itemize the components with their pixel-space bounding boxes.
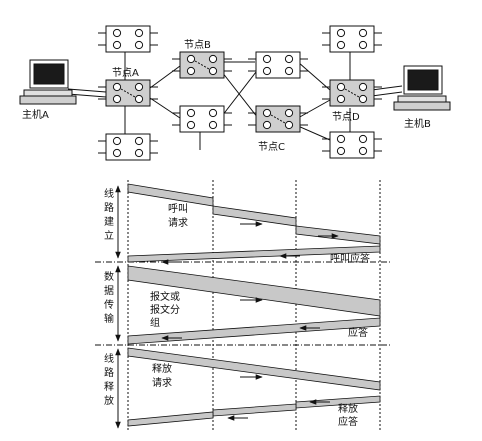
link-node-d-host-b	[371, 85, 403, 91]
link-node-c-node-d	[297, 99, 331, 119]
node-d-label: 节点D	[332, 111, 360, 123]
band-release-ack-3	[127, 411, 214, 427]
node-bottom-left-switch	[98, 133, 158, 161]
node-top-left-switch	[98, 25, 158, 53]
phase-transfer-label: 数据传输	[104, 270, 114, 325]
label-release-request-1: 释放	[152, 362, 172, 375]
link-upper-node-d	[297, 61, 331, 91]
label-release-ack-1: 释放	[338, 402, 358, 415]
band-call-answer	[127, 245, 381, 263]
label-call-request-2: 请求	[168, 216, 188, 229]
link-node-a-lower	[149, 97, 181, 119]
label-message-3: 组	[150, 316, 160, 329]
label-ack: 应答	[348, 326, 368, 339]
band-call-request-3	[295, 225, 381, 245]
node-b-label: 节点B	[184, 39, 211, 51]
node-c-label: 节点C	[258, 141, 285, 153]
label-release-request-2: 请求	[152, 376, 172, 389]
phase-release-label: 线路释放	[104, 352, 114, 407]
link-node-a-node-b	[149, 65, 181, 89]
node-bottom-right-switch	[322, 131, 382, 159]
host-b-computer-icon	[393, 65, 451, 111]
network-diagram	[67, 50, 403, 150]
band-release-ack-2	[212, 403, 297, 417]
host-a-label: 主机A	[22, 108, 49, 121]
node-mid-lower-switch	[172, 105, 232, 133]
band-call-request-2	[212, 205, 297, 227]
band-call-request-1	[127, 183, 214, 207]
node-a-switch	[98, 79, 158, 107]
host-a-computer-icon	[19, 59, 77, 105]
node-d-switch	[322, 79, 382, 107]
label-message-1: 报文或	[150, 290, 180, 303]
link-node-b-node-c	[221, 71, 259, 119]
node-a-label: 节点A	[112, 67, 139, 79]
band-ack	[127, 317, 381, 345]
node-c-switch	[248, 105, 308, 133]
host-b-label: 主机B	[404, 117, 431, 130]
label-call-request-1: 呼叫	[168, 203, 188, 215]
switch-nodes	[98, 25, 382, 161]
phase-setup-label: 线路建立	[104, 187, 114, 242]
link-cross	[221, 71, 257, 117]
node-top-mid-switch	[248, 51, 308, 79]
band-release-request	[127, 347, 381, 391]
label-message-2: 报文分	[150, 303, 180, 316]
node-b-switch	[172, 51, 232, 79]
band-data-transfer	[127, 265, 381, 317]
label-release-ack-2: 应答	[338, 415, 358, 428]
link-host-a-node-a	[67, 88, 107, 93]
node-top-right-switch	[322, 25, 382, 53]
label-call-answer: 呼叫应答	[330, 252, 370, 265]
